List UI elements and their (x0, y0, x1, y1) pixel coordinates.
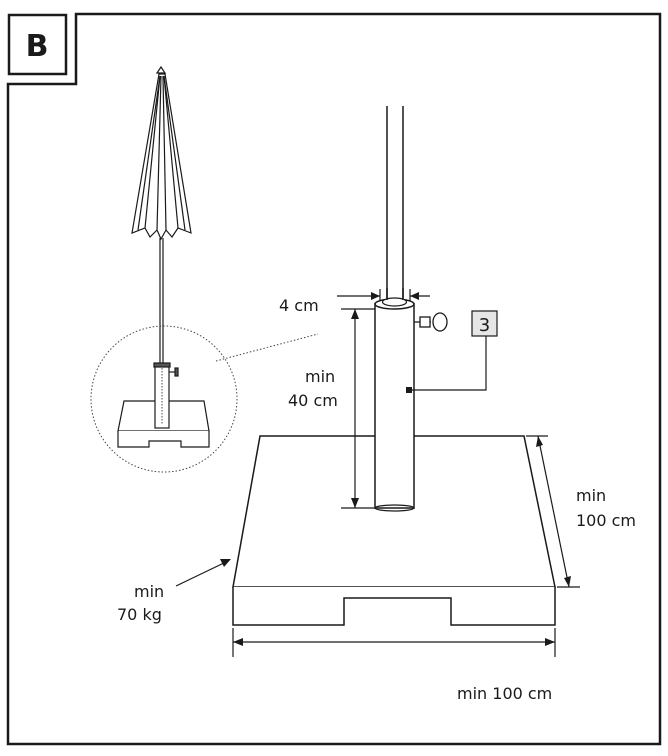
base-width-dimension (232, 628, 556, 657)
base-width-label: min 100 cm (457, 684, 552, 703)
detail-leader-line (215, 333, 319, 362)
part-callout: 3 (406, 310, 498, 393)
diameter-dimension (337, 289, 430, 301)
diameter-label: 4 cm (279, 296, 319, 315)
insertion-depth-label-line2: 40 cm (288, 391, 338, 410)
part-number-box (471, 310, 498, 337)
base-weight-label-line1: min (134, 582, 164, 601)
insertion-depth-dimension (341, 308, 375, 509)
umbrella-overview (131, 65, 192, 368)
stand-tube (374, 288, 415, 512)
detail-circle (90, 325, 238, 473)
part-number-label: 3 (479, 315, 490, 336)
stand-overview (117, 362, 210, 448)
base-weight-label-line2: 70 kg (117, 605, 162, 624)
panel-badge (7, 13, 68, 76)
umbrella-pole (386, 106, 404, 298)
figure-frame (6, 12, 662, 746)
base-depth-dimension (526, 435, 580, 588)
panel-letter: B (26, 29, 49, 64)
base-depth-label-line1: min (576, 486, 606, 505)
base-weight-arrow (175, 559, 231, 587)
screw-knob-icon (414, 312, 448, 332)
base-depth-label-line2: 100 cm (576, 511, 636, 530)
insertion-depth-label-line1: min (305, 367, 335, 386)
